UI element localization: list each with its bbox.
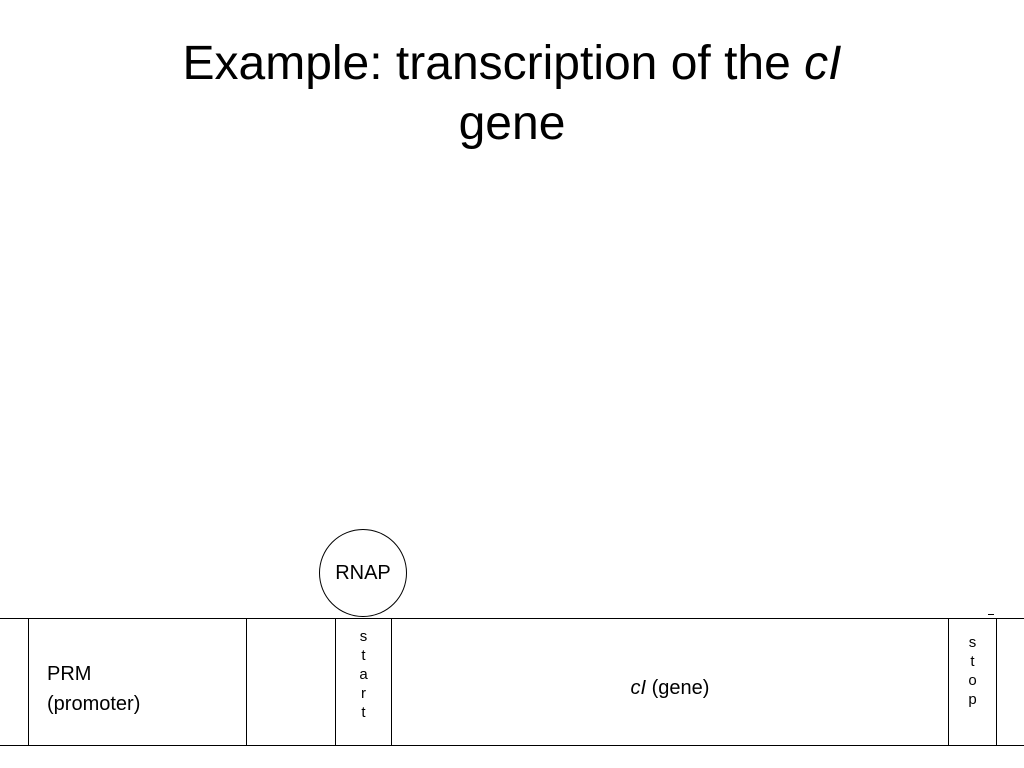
promoter-label: PRM (promoter) [47,659,140,719]
promoter-description: (promoter) [47,693,141,715]
stop-letter: t [970,653,975,670]
start-letter: s [359,628,368,645]
start-letter: t [361,704,366,721]
stop-letter: o [968,672,977,689]
dna-end-tick [988,614,994,615]
slide-title: Example: transcription of the cI gene [62,34,962,154]
gene-segment: cI (gene) [391,619,948,745]
promoter-name: PRM [47,663,92,685]
start-label: s t a r t [336,627,391,722]
downstream-segment [996,619,1024,745]
promoter-segment: PRM (promoter) [28,619,246,745]
rnap-label: RNAP [335,561,391,584]
stop-label: s t o p [949,633,996,709]
title-suffix: gene [458,97,566,150]
stop-letter: p [968,691,977,708]
title-gene-name: cI [804,37,842,90]
gene-name: cI [630,677,647,699]
start-segment: s t a r t [335,619,391,745]
title-prefix: Example: transcription of the [182,37,805,90]
spacer-segment [246,619,335,745]
start-letter: a [359,666,368,683]
rnap-circle: RNAP [319,529,407,617]
stop-segment: s t o p [948,619,996,745]
dna-strand: PRM (promoter) s t a r t cI (gene) s t o… [0,618,1024,746]
start-letter: t [361,647,366,664]
gene-label: cI (gene) [392,675,948,701]
stop-letter: s [968,634,977,651]
gene-suffix: (gene) [646,677,710,699]
start-letter: r [361,685,366,702]
